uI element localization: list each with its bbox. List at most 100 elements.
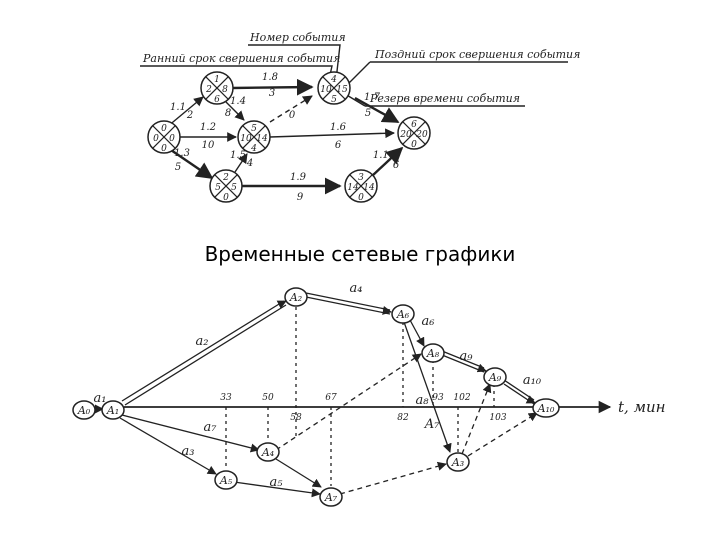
- event-early-time: 0: [153, 134, 159, 144]
- edge-duration-0-1: 2: [186, 110, 193, 121]
- edge-a3: [119, 417, 217, 475]
- edge-a6-a3: [403, 321, 452, 453]
- event-reserve: 0: [411, 140, 417, 150]
- activity-label-5: a₅: [270, 475, 284, 490]
- legend-early-time: Ранний срок свершения события: [142, 52, 340, 65]
- edge-code-1-4: 1.8: [262, 72, 278, 83]
- activity-label-3: a₃: [182, 444, 195, 459]
- node-a4: A₄: [256, 442, 280, 462]
- activity-label-11: A₇: [424, 417, 440, 432]
- top-edge-labels: 1.121.2101.351.831.481.541.991.661.751.1…: [170, 72, 400, 203]
- time-tick-102: 102: [453, 393, 470, 403]
- event-late-time: 8: [222, 85, 228, 95]
- edge-code-2-3: 1.9: [290, 172, 307, 183]
- event-late-time: 0: [169, 134, 175, 144]
- node-a5: A₅: [214, 470, 238, 490]
- edge-duration-2-3: 9: [297, 192, 304, 203]
- event-number: 0: [161, 124, 167, 134]
- edge-duration-0-5: 10: [202, 140, 215, 151]
- node-a6: A₆: [391, 304, 415, 324]
- edge-duration-0-2: 5: [175, 162, 181, 173]
- node-a9: A₉: [483, 367, 507, 387]
- legend-late-time: Поздний срок свершения события: [374, 48, 580, 61]
- activity-label-9: a₉: [460, 349, 474, 364]
- top-network-diagram: [140, 44, 568, 195]
- event-reserve: 6: [214, 95, 220, 105]
- edge-1-4: [231, 78, 314, 96]
- edge-a9-arrow: [476, 363, 487, 373]
- node-a2: A₂: [284, 287, 308, 307]
- node-label: A₉: [488, 371, 502, 384]
- time-tick-33: 33: [220, 393, 232, 403]
- activity-label-8: a₈: [416, 393, 430, 408]
- edge-code-5-6: 1.6: [330, 122, 347, 133]
- activity-label-2: a₂: [196, 334, 209, 349]
- event-number: 3: [358, 173, 364, 183]
- node-a7: A₇: [319, 487, 343, 507]
- event-early-time: 2: [205, 85, 212, 95]
- activity-label-7: a₇: [204, 420, 218, 435]
- node-label: A₆: [396, 308, 410, 321]
- activity-label-6: a₆: [422, 314, 435, 329]
- edge-0-2: [167, 147, 214, 179]
- edge-code-3-6: 1.10: [373, 150, 396, 161]
- edge-a4-arrow: [382, 305, 392, 315]
- event-late-time: 15: [336, 85, 348, 95]
- event-reserve: 5: [331, 95, 337, 105]
- event-early-time: 10: [240, 134, 252, 144]
- legend-leader-event-number: [248, 44, 341, 81]
- bottom-timeline-diagram: [94, 292, 612, 498]
- legend-leader-early-time: [140, 65, 333, 85]
- edge-a4-a8-dummy: [275, 353, 422, 451]
- edge-code-0-1: 1.1: [170, 102, 186, 113]
- edge-2-5: [234, 153, 248, 173]
- event-number: 5: [251, 124, 257, 134]
- node-label: A₅: [219, 474, 233, 487]
- event-reserve: 4: [250, 144, 257, 154]
- edge-a2-arrow: [276, 300, 287, 309]
- node-a1: A₁: [101, 400, 125, 420]
- node-a8: A₈: [421, 343, 445, 363]
- event-number: 2: [222, 173, 229, 183]
- edge-duration-1-5: 8: [225, 108, 231, 119]
- edge-3-6: [371, 146, 404, 177]
- edge-1-5: [225, 101, 245, 121]
- activity-label-1: a₁: [94, 391, 107, 406]
- event-early-time: 14: [347, 183, 359, 193]
- event-early-time: 20: [399, 130, 412, 140]
- edge-duration-5-4: 0: [289, 110, 296, 121]
- event-reserve: 0: [223, 193, 229, 203]
- edge-duration-3-6: 6: [393, 160, 400, 171]
- legend-reserve: Резерв времени события: [369, 92, 520, 105]
- edge-a2: [121, 300, 287, 406]
- edge-a3-a9: [461, 383, 492, 455]
- edge-a3-a10-dummy: [467, 412, 538, 457]
- edge-a5: [233, 481, 321, 498]
- edge-a7-a3-dummy: [339, 461, 447, 495]
- legend-leader-late-time: [347, 61, 568, 85]
- node-label: A₃: [451, 456, 464, 469]
- edge-code-0-5: 1.2: [200, 122, 216, 133]
- event-number: 4: [330, 75, 337, 85]
- edge-a4-a7: [275, 458, 322, 488]
- node-label: A₁: [106, 404, 119, 417]
- edge-duration-1-4: 3: [269, 88, 275, 99]
- edge-5-6: [269, 128, 395, 139]
- event-number: 6: [411, 120, 417, 130]
- edge-code-2-5: 1.5: [230, 150, 246, 161]
- node-a3: A₃: [446, 452, 470, 472]
- edge-code-4-6: 1.7: [364, 92, 381, 103]
- page-title: Временные сетевые графики: [204, 242, 516, 266]
- edge-0-1: [166, 96, 204, 128]
- node-label: A₄: [261, 446, 274, 459]
- edge-a7: [121, 414, 260, 453]
- time-tick-50: 50: [262, 393, 274, 403]
